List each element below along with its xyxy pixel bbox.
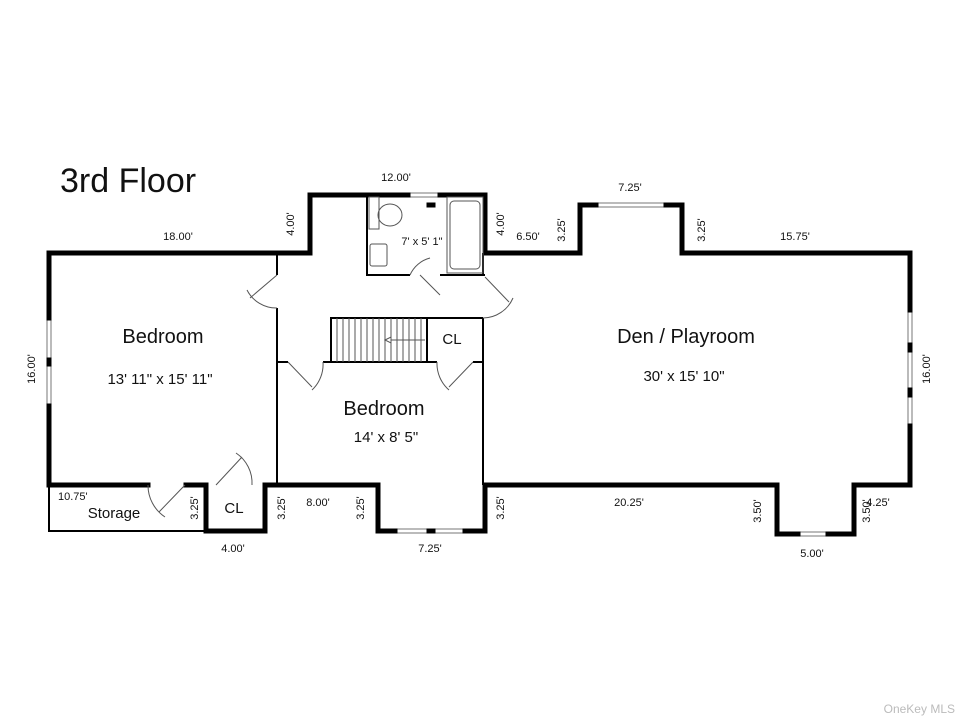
window <box>797 531 829 537</box>
dimension-label: 16.00' <box>921 354 933 384</box>
dimension-label: 4.00' <box>285 212 297 236</box>
toilet-icon <box>377 203 403 227</box>
room-size-bedroom-2: 14' x 8' 5" <box>354 429 418 446</box>
dimension-label: 4.00' <box>221 543 245 555</box>
dimension-label: 3.25' <box>276 496 288 520</box>
window <box>595 202 667 208</box>
door-swing <box>147 484 186 518</box>
dimension-label: 5.00' <box>800 548 824 560</box>
door-swing <box>436 361 474 391</box>
toilet-tank-icon <box>368 196 380 230</box>
dimension-label: 3.50' <box>752 499 764 523</box>
door-swing <box>482 276 514 319</box>
dimension-label: 3.25' <box>189 496 201 520</box>
door-swing <box>246 274 278 309</box>
window <box>407 192 441 198</box>
staircase <box>336 318 425 362</box>
sink-icon <box>369 243 388 267</box>
room-size-bedroom: 13' 11" x 15' 11" <box>107 371 212 388</box>
dimension-label: 10.75' <box>58 491 88 503</box>
dimension-label: 20.25' <box>614 497 644 509</box>
dimension-label: 3.25' <box>355 496 367 520</box>
room-name-closet-2: CL <box>224 500 243 517</box>
dimension-label: 12.00' <box>381 172 411 184</box>
room-name-closet: CL <box>442 331 461 348</box>
door-swing <box>409 257 441 296</box>
window <box>907 309 913 427</box>
room-name-bedroom: Bedroom <box>122 326 203 348</box>
room-size-bath: 7' x 5' 1" <box>401 236 442 248</box>
floor-title: 3rd Floor <box>60 162 196 200</box>
dimension-label: 7.25' <box>418 543 442 555</box>
dimension-label: 16.00' <box>26 354 38 384</box>
room-name-den: Den / Playroom <box>617 326 755 348</box>
room-name-bedroom-2: Bedroom <box>343 398 424 420</box>
room-name-storage: Storage <box>88 505 141 522</box>
dimension-label: 8.00' <box>306 497 330 509</box>
bath-fixtures <box>368 196 484 274</box>
watermark: OneKey MLS <box>884 702 955 716</box>
doors <box>147 257 514 518</box>
dimension-label: 3.25' <box>696 218 708 242</box>
interior-walls <box>48 195 485 532</box>
dimension-label: 6.50' <box>516 231 540 243</box>
door-swing <box>287 361 324 391</box>
dimension-label: 15.75' <box>780 231 810 243</box>
dimension-label: 3.50' <box>861 499 873 523</box>
room-size-den: 30' x 15' 10" <box>643 368 724 385</box>
door-swing <box>215 452 253 486</box>
dimension-label: 3.25' <box>495 496 507 520</box>
dimension-label: 3.25' <box>556 218 568 242</box>
dimension-label: 7.25' <box>618 182 642 194</box>
dimension-label: 4.00' <box>495 212 507 236</box>
bathtub-icon <box>446 196 484 274</box>
dimension-labels: 18.00' 12.00' 4.00' 4.00' 6.50' 3.25' 7.… <box>26 172 933 560</box>
dimension-label: 4.25' <box>866 497 890 509</box>
dimension-label: 18.00' <box>163 231 193 243</box>
